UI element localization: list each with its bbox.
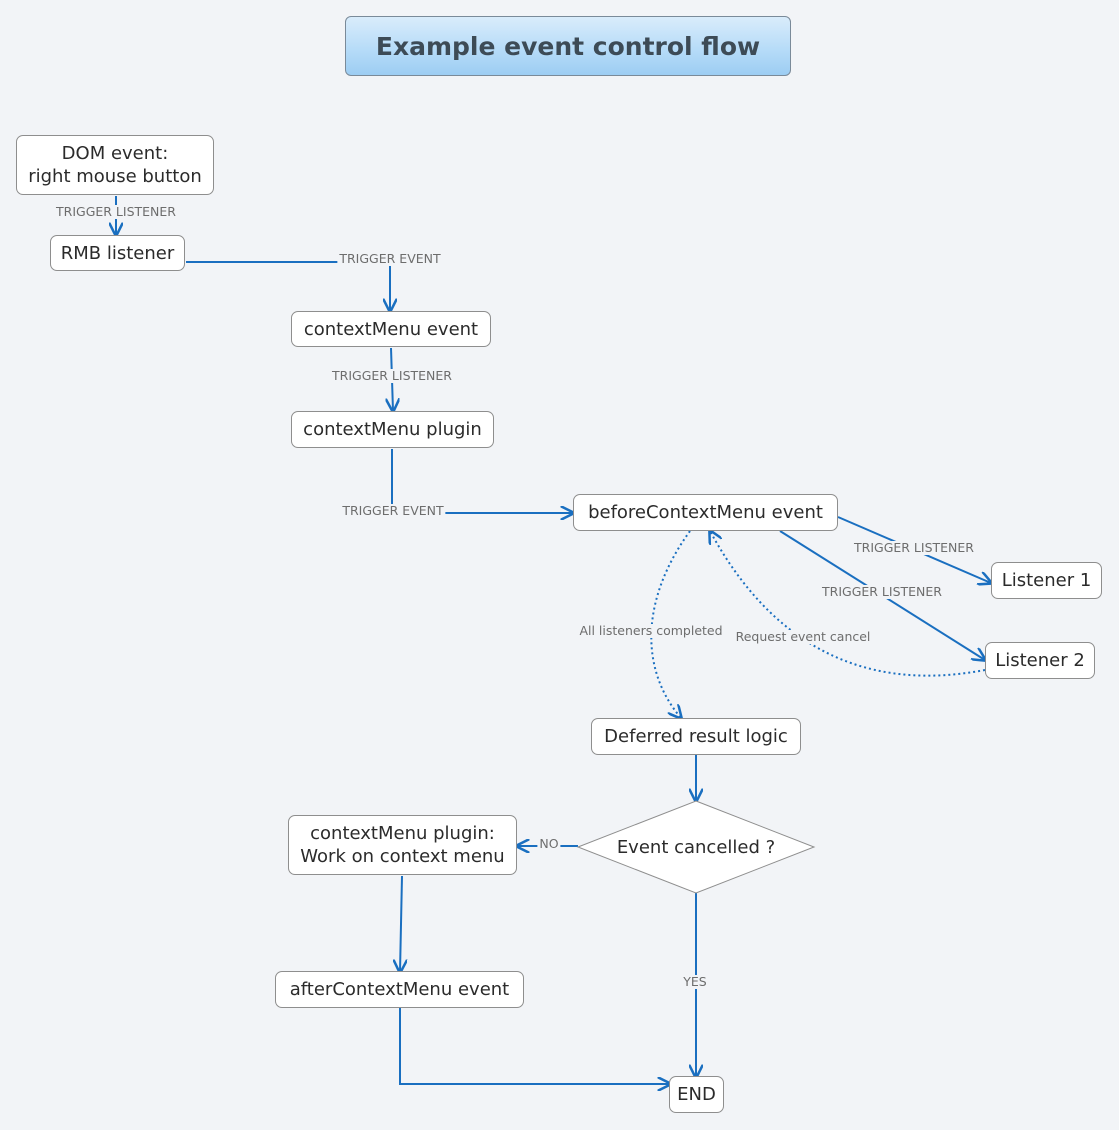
node-rmb-listener: RMB listener — [50, 235, 185, 271]
edge-request-event-cancel — [710, 531, 986, 677]
label-rmb-to-contextmenu-event: TRIGGER EVENT — [337, 251, 443, 266]
label-all-listeners-completed: All listeners completed — [577, 623, 725, 638]
label-plugin-to-before-event: TRIGGER EVENT — [340, 503, 446, 518]
node-after-contextmenu-event: afterContextMenu event — [275, 971, 524, 1008]
node-contextmenu-event: contextMenu event — [291, 311, 491, 347]
diagram-title: Example event control flow — [345, 16, 791, 76]
edge-rmb-to-contextmenu-event — [186, 261, 390, 311]
label-request-event-cancel: Request event cancel — [733, 629, 873, 644]
node-dom-event-line1: DOM event: — [61, 143, 169, 164]
decision-diamond — [576, 800, 816, 894]
label-dom-to-rmb: TRIGGER LISTENER — [54, 204, 178, 219]
label-before-to-listener1: TRIGGER LISTENER — [852, 540, 976, 555]
node-plugin-work-line1: contextMenu plugin: — [310, 823, 495, 844]
node-dom-event: DOM event: right mouse button — [16, 135, 214, 195]
edge-plugin-work-to-after — [400, 875, 402, 972]
node-dom-event-line2: right mouse button — [28, 166, 202, 187]
node-end: END — [669, 1076, 724, 1113]
node-plugin-work-line2: Work on context menu — [300, 846, 505, 867]
node-deferred-result-logic: Deferred result logic — [591, 718, 801, 755]
label-decision-no: NO — [537, 836, 561, 851]
node-contextmenu-plugin: contextMenu plugin — [291, 411, 494, 448]
node-before-contextmenu-event: beforeContextMenu event — [573, 494, 838, 531]
edge-after-to-end — [399, 1008, 670, 1084]
node-plugin-work: contextMenu plugin: Work on context menu — [288, 815, 517, 875]
node-event-cancelled: Event cancelled ? — [616, 836, 776, 858]
label-decision-yes: YES — [681, 974, 709, 989]
node-listener-1: Listener 1 — [991, 562, 1102, 599]
label-contextmenu-event-to-plugin: TRIGGER LISTENER — [330, 368, 454, 383]
label-before-to-listener2: TRIGGER LISTENER — [820, 584, 944, 599]
node-listener-2: Listener 2 — [985, 642, 1095, 679]
